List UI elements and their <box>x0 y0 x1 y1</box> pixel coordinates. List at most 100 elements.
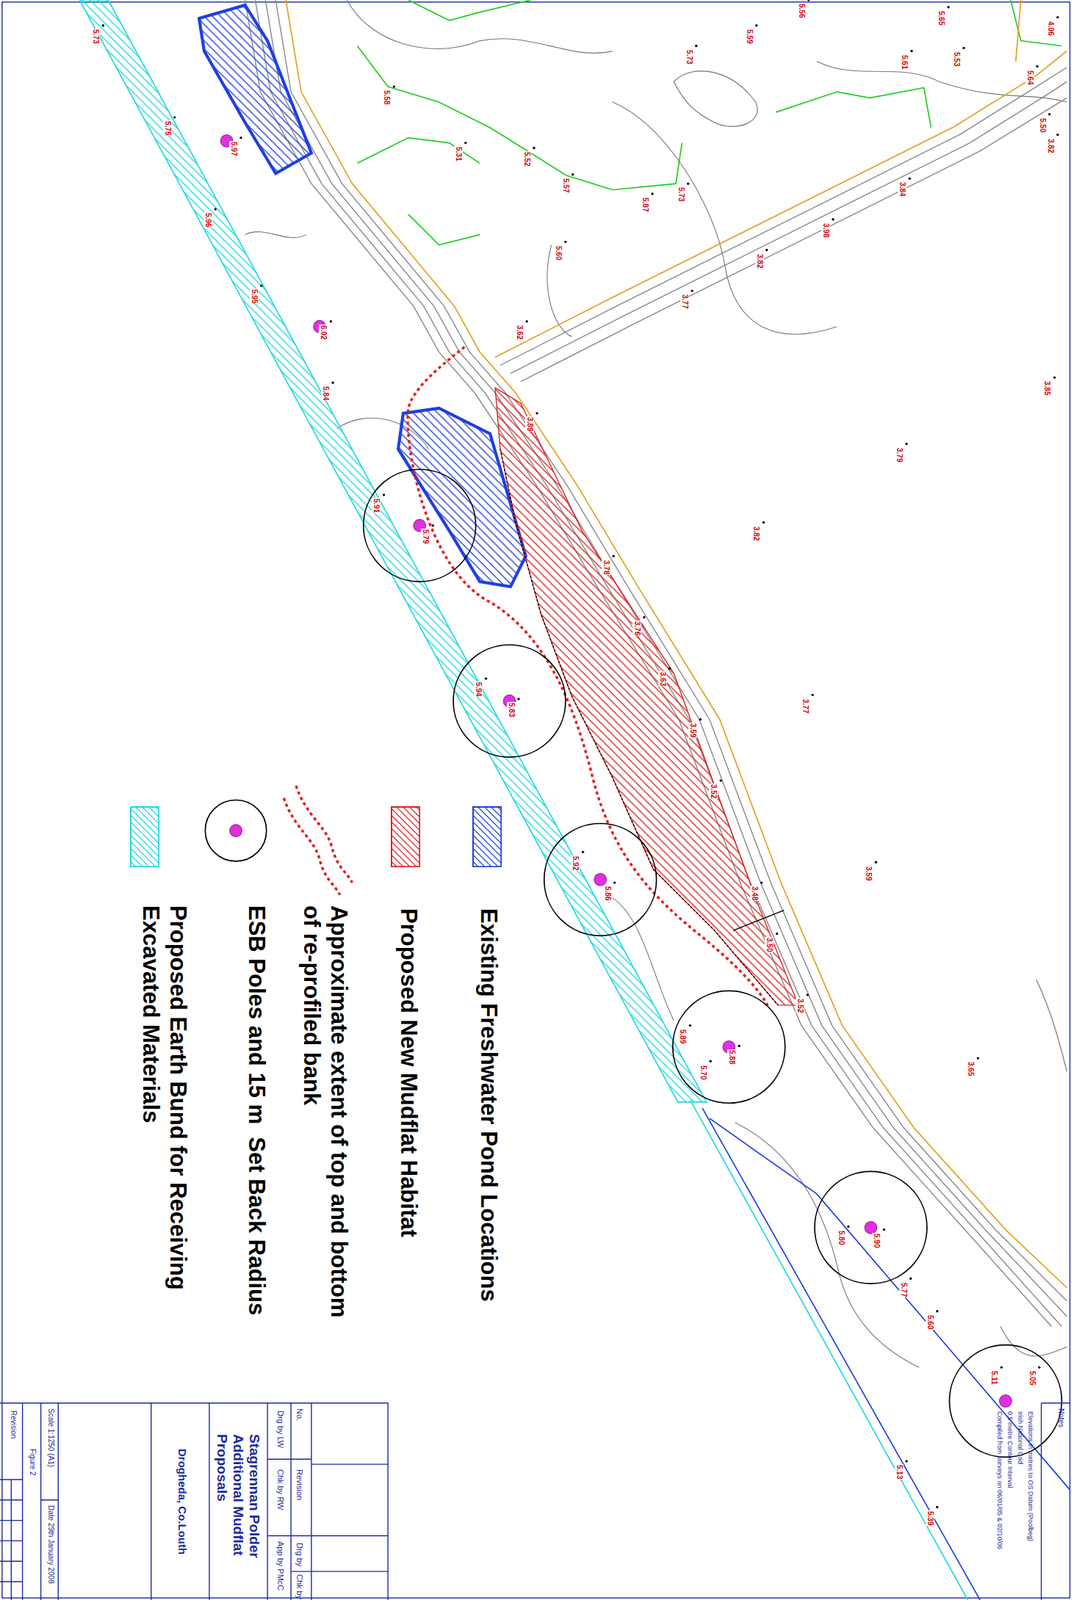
spot-point <box>760 881 763 884</box>
title-block-text: Chk by <box>294 1575 305 1600</box>
spot-height: 3.89 <box>525 416 535 432</box>
spot-height: 3.77 <box>801 698 811 715</box>
spot-height: 3.50 <box>765 937 775 953</box>
title-block-text: Revision <box>8 1411 18 1440</box>
spot-height: 6.02 <box>319 324 329 341</box>
spot-height: 3.63 <box>658 671 668 687</box>
spot-height: 5.60 <box>925 1314 935 1331</box>
spot-point <box>719 779 722 782</box>
spot-height: 3.52 <box>709 783 719 800</box>
spot-point <box>329 320 333 323</box>
spot-point <box>1056 133 1059 136</box>
spot-height: 5.75 <box>163 120 172 136</box>
spot-height: 3.59 <box>689 722 698 739</box>
spot-point <box>393 85 396 88</box>
spot-height: 5.73 <box>684 49 694 65</box>
spot-point <box>239 136 242 139</box>
spot-point <box>737 1045 740 1048</box>
spot-point <box>484 677 488 680</box>
legend-swatch <box>130 806 160 868</box>
spot-height: 5.13 <box>894 1464 904 1481</box>
spot-height: 3.76 <box>632 620 642 637</box>
spot-height: 5.11 <box>990 1370 1000 1387</box>
spot-height: 5.52 <box>522 151 532 167</box>
spot-height: 5.80 <box>836 1230 846 1246</box>
spot-point <box>874 861 878 864</box>
spot-point <box>535 412 538 415</box>
spot-point <box>935 1310 939 1313</box>
note-text: 0.5 metre Contour Interval <box>1006 1411 1014 1490</box>
legend-text: ESB Poles and 15 m Set Back Radius <box>243 905 271 1347</box>
spot-point <box>431 524 435 527</box>
title-block-text: Drg by LW <box>275 1411 286 1449</box>
spot-point <box>214 207 217 211</box>
note-text: Elevations in metres to OS Datum (Poolbe… <box>1026 1411 1034 1542</box>
spot-point <box>642 616 645 619</box>
spot-height: 5.86 <box>603 885 612 902</box>
spot-point <box>883 1229 886 1232</box>
spot-height: 3.78 <box>602 559 612 576</box>
spot-point <box>612 555 615 558</box>
spot-height: 5.56 <box>797 2 806 19</box>
location-name: Drogheda, Co.Louth <box>176 1449 189 1556</box>
spot-height: 5.57 <box>561 177 571 194</box>
spot-point <box>331 381 334 384</box>
spot-point <box>905 1460 908 1463</box>
spot-point <box>525 320 528 323</box>
spot-point <box>694 44 698 48</box>
spot-point <box>908 177 911 180</box>
spot-height: 5.53 <box>952 51 961 67</box>
spot-height: 5.88 <box>727 1049 737 1066</box>
legend-text: Existing Freshwater Pond Locations <box>475 908 503 1438</box>
spot-height: 5.61 <box>899 54 909 70</box>
spot-point <box>762 521 765 524</box>
title-block-text: Chk by RW <box>275 1469 286 1511</box>
spot-point <box>811 694 814 697</box>
spot-point <box>1056 16 1059 19</box>
drawing-title: Stagrennan Polder Additional Mudflat Pro… <box>214 1434 263 1582</box>
spot-point <box>946 5 950 9</box>
spot-height: 3.82 <box>1046 138 1055 154</box>
spot-point <box>260 284 263 287</box>
spot-point <box>668 667 671 670</box>
spot-point <box>564 240 567 244</box>
spot-point <box>1000 1366 1003 1369</box>
spot-point <box>173 116 176 119</box>
title-block-text: Scale 1:1250 (A1) <box>47 1408 56 1468</box>
spot-height: 5.96 <box>204 212 214 228</box>
spot-height: 5.90 <box>872 1233 882 1249</box>
spot-point <box>689 1024 692 1027</box>
spot-height: 5.84 <box>321 385 330 402</box>
spot-height: 3.85 <box>1043 380 1052 396</box>
spot-height: 3.48 <box>750 885 759 902</box>
spot-height: 3.77 <box>680 293 690 310</box>
spot-point <box>102 24 105 27</box>
legend-swatch <box>390 806 421 868</box>
spot-height: 3.82 <box>752 525 762 542</box>
legend-text: Proposed Earth Bund for Receiving Excava… <box>137 905 192 1391</box>
spot-point <box>709 1060 712 1063</box>
spot-point <box>909 1278 912 1281</box>
spot-height: 5.59 <box>744 28 754 45</box>
spot-point <box>1038 1366 1041 1369</box>
spot-height: 5.70 <box>699 1065 709 1081</box>
spot-height: 5.79 <box>421 528 431 545</box>
spot-height: 5.31 <box>453 146 463 162</box>
legend-text: Proposed New Mudflat Habitat <box>395 908 423 1438</box>
spot-height: 5.58 <box>382 89 392 106</box>
spot-height: 5.77 <box>899 1282 908 1299</box>
spot-point <box>571 173 574 176</box>
title-block-text: Date 29th January 2008 <box>47 1505 56 1585</box>
spot-point <box>765 249 768 252</box>
spot-height: 5.73 <box>91 28 101 45</box>
spot-point <box>517 697 520 701</box>
spot-height: 5.92 <box>571 855 581 872</box>
spot-height: 3.84 <box>898 181 908 197</box>
spot-height: 5.97 <box>229 141 239 157</box>
spot-height: 3.52 <box>796 998 806 1014</box>
spot-height: 5.64 <box>1025 69 1035 86</box>
legend-swatch <box>472 806 502 868</box>
spot-point <box>847 1226 850 1229</box>
spot-height: 5.95 <box>249 288 259 305</box>
